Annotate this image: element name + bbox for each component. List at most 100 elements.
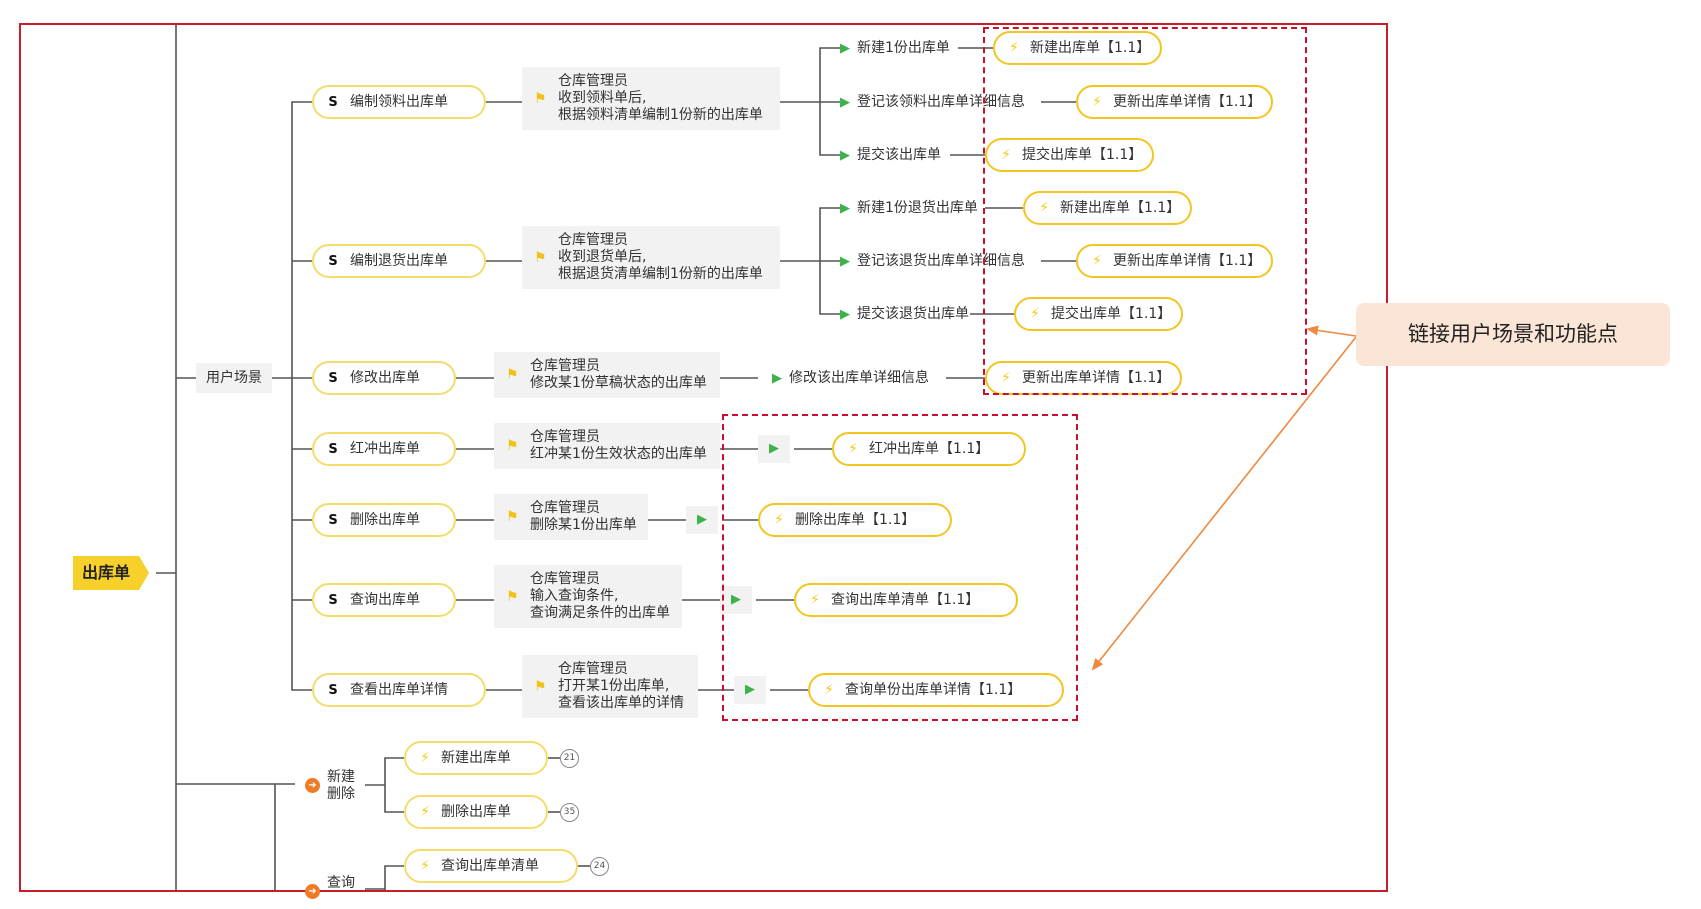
scenario-note[interactable]: ⚑ 仓库管理员红冲某1份生效状态的出库单 [494, 423, 720, 469]
play-icon: ▶ [840, 254, 850, 269]
root-node[interactable]: 出库单 [73, 556, 150, 590]
action-node[interactable]: ▶ 新建1份退货出库单 [840, 194, 978, 223]
root-label: 出库单 [82, 563, 131, 582]
scenario-note[interactable]: ⚑仓库管理员输入查询条件,查询满足条件的出库单 [494, 565, 682, 628]
feature-node[interactable]: ⚡提交出库单【1.1】 [1014, 297, 1184, 331]
linked-features-box-lower [722, 414, 1078, 721]
note-line: 打开某1份出库单, [558, 678, 670, 694]
action-node[interactable]: ▶新建1份出库单 [840, 34, 950, 63]
feature-group-label[interactable]: 查询 [327, 875, 355, 892]
feature-node[interactable]: ⚡更新出库单详情【1.1】 [985, 361, 1183, 395]
note-line: 红冲某1份生效状态的出库单 [530, 446, 707, 462]
scenario-label: 删除出库单 [350, 512, 420, 528]
flag-icon: ⚑ [506, 438, 519, 454]
play-icon: ▶ [772, 371, 782, 386]
feature-node[interactable]: ⚡红冲出库单【1.1】 [832, 432, 1026, 466]
feature-node[interactable]: ⚡更新出库单详情【1.1】 [1076, 244, 1274, 278]
scenario-node[interactable]: S 删除出库单 [312, 503, 456, 537]
feature-label: 新建出库单 [441, 750, 511, 766]
scenario-note[interactable]: ⚑仓库管理员收到领料单后,根据领料清单编制1份新的出库单 [522, 67, 780, 130]
play-icon: ▶ [840, 307, 850, 322]
feature-node[interactable]: ⚡删除出库单 [404, 795, 548, 829]
play-icon[interactable]: ▶ [686, 506, 718, 534]
note-line: 修改某1份草稿状态的出库单 [530, 375, 707, 391]
feature-node[interactable]: ⚡新建出库单【1.1】 [993, 31, 1163, 65]
orange-arrow-icon: ➜ [305, 884, 320, 899]
feature-node[interactable]: ⚡查询单份出库单详情【1.1】 [808, 673, 1064, 707]
scenario-s-icon: S [328, 683, 338, 698]
lightning-icon: ⚡ [1030, 306, 1040, 322]
feature-node[interactable]: ⚡更新出库单详情【1.1】 [1076, 85, 1274, 119]
count-badge: 35 [560, 803, 579, 822]
scenario-s-icon: S [328, 371, 338, 386]
action-label: 新建1份出库单 [857, 40, 950, 56]
lightning-icon: ⚡ [420, 858, 430, 874]
scenario-note[interactable]: ⚑ 仓库管理员删除某1份出库单 [494, 494, 648, 540]
scenario-label: 查询出库单 [350, 592, 420, 608]
feature-label: 提交出库单【1.1】 [1022, 147, 1143, 163]
feature-label: 查询单份出库单详情【1.1】 [845, 682, 1022, 698]
feature-node[interactable]: ⚡ 新建出库单 [404, 741, 548, 775]
scenario-s-icon: S [328, 593, 338, 608]
scenario-label: 红冲出库单 [350, 441, 420, 457]
action-label: 提交该出库单 [857, 147, 941, 163]
feature-label: 删除出库单【1.1】 [795, 512, 916, 528]
scenario-note[interactable]: ⚑仓库管理员收到退货单后,根据退货清单编制1份新的出库单 [522, 226, 780, 289]
lightning-icon: ⚡ [1092, 253, 1102, 269]
scenario-label: 编制领料出库单 [350, 94, 448, 110]
linked-features-box-upper [983, 27, 1307, 395]
group-line: 删除 [327, 786, 355, 802]
note-line: 收到领料单后, [558, 90, 647, 106]
scenario-label: 编制退货出库单 [350, 253, 448, 269]
callout-box: 链接用户场景和功能点 [1356, 303, 1670, 366]
play-icon: ▶ [840, 201, 850, 216]
note-line: 仓库管理员 [530, 358, 600, 374]
note-line: 查看该出库单的详情 [558, 695, 684, 711]
feature-label: 查询出库单清单 [441, 858, 539, 874]
flag-icon: ⚑ [534, 90, 547, 107]
feature-node[interactable]: ⚡提交出库单【1.1】 [985, 138, 1155, 172]
lightning-icon: ⚡ [774, 512, 784, 528]
scenario-s-icon: S [328, 442, 338, 457]
play-icon[interactable]: ▶ [758, 435, 790, 463]
scenario-group-node[interactable]: 用户场景 [196, 363, 272, 393]
play-icon[interactable]: ▶ [720, 586, 752, 614]
scenario-label: 查看出库单详情 [350, 682, 448, 698]
play-icon[interactable]: ▶ [734, 676, 766, 704]
note-line: 仓库管理员 [558, 232, 628, 248]
action-node[interactable]: ▶修改该出库单详细信息 [772, 364, 929, 393]
note-line: 输入查询条件, [530, 588, 619, 604]
note-line: 仓库管理员 [530, 429, 600, 445]
scenario-node[interactable]: S 红冲出库单 [312, 432, 456, 466]
feature-group-label[interactable]: 新建删除 [327, 769, 355, 803]
note-line: 删除某1份出库单 [530, 517, 637, 533]
lightning-icon: ⚡ [420, 750, 430, 766]
flag-icon: ⚑ [506, 509, 519, 525]
feature-node[interactable]: ⚡查询出库单清单【1.1】 [794, 583, 1018, 617]
scenario-note[interactable]: ⚑仓库管理员修改某1份草稿状态的出库单 [494, 352, 720, 398]
scenario-node[interactable]: S 查看出库单详情 [312, 673, 486, 707]
feature-node[interactable]: ⚡ 删除出库单【1.1】 [758, 503, 952, 537]
flag-icon: ⚑ [534, 678, 547, 695]
action-node[interactable]: ▶提交该出库单 [840, 141, 941, 170]
note-line: 仓库管理员 [558, 73, 628, 89]
lightning-icon: ⚡ [1001, 370, 1011, 386]
callout-arrow-upper [1306, 325, 1357, 337]
scenario-node[interactable]: S 查询出库单 [312, 583, 456, 617]
scenario-group-label: 用户场景 [206, 370, 262, 386]
action-label: 新建1份退货出库单 [857, 200, 978, 216]
note-line: 仓库管理员 [530, 500, 600, 516]
action-node[interactable]: ▶提交该退货出库单 [840, 300, 969, 329]
note-line: 仓库管理员 [530, 571, 600, 587]
lightning-icon: ⚡ [1009, 40, 1019, 56]
scenario-note[interactable]: ⚑仓库管理员打开某1份出库单,查看该出库单的详情 [522, 655, 698, 718]
scenario-s-icon: S [328, 513, 338, 528]
count-badge: 21 [560, 749, 579, 768]
feature-node[interactable]: ⚡ 查询出库单清单 [404, 849, 578, 883]
feature-node[interactable]: ⚡新建出库单【1.1】 [1023, 191, 1193, 225]
lightning-icon: ⚡ [1039, 200, 1049, 216]
